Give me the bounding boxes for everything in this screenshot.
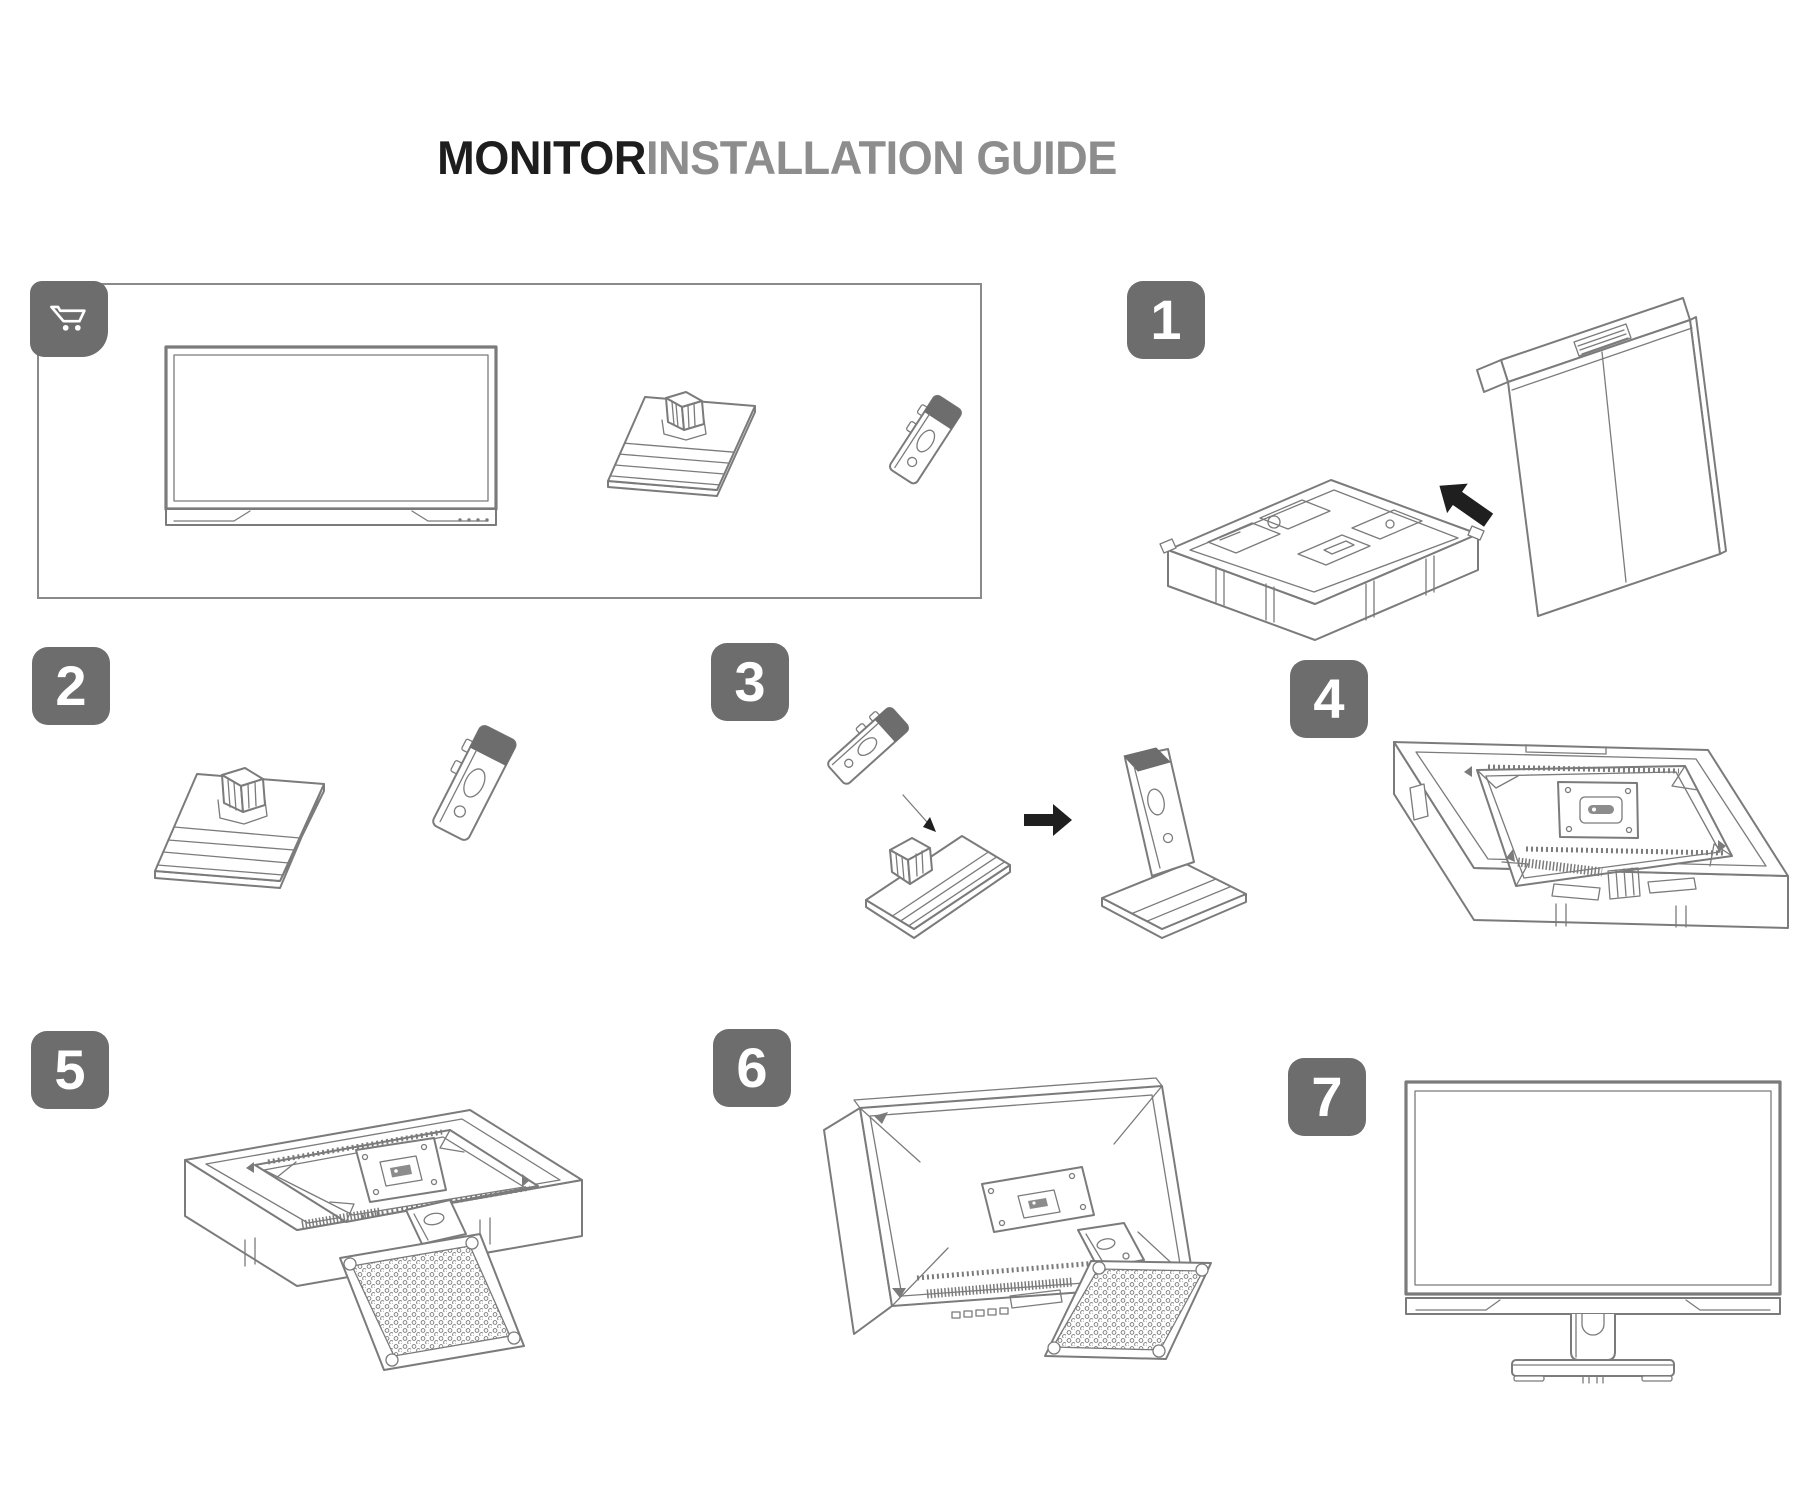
step-3-assembled-stand-art xyxy=(1101,747,1247,939)
step-4-number: 4 xyxy=(1313,667,1345,730)
step-5-stand-attached-in-foam-art xyxy=(184,1109,583,1371)
page-title-primary: MONITOR xyxy=(437,131,646,184)
step-6-badge: 6 xyxy=(713,1029,791,1107)
shopping-cart-badge xyxy=(30,281,108,357)
step-4-monitor-in-foam-art xyxy=(1393,741,1789,929)
shopping-cart-icon xyxy=(50,305,86,331)
step-6-monitor-with-stand-rear-art xyxy=(823,1077,1212,1360)
step-4-badge: 4 xyxy=(1290,660,1368,738)
step-1-foam-tray-art xyxy=(1159,479,1485,641)
page-title-secondary: INSTALLATION GUIDE xyxy=(645,131,1117,184)
step-7-number: 7 xyxy=(1311,1065,1343,1128)
step-1-carton-box-art xyxy=(1476,297,1727,617)
step-1-unbox-arrow-icon xyxy=(1439,483,1494,527)
step-3-base-art xyxy=(865,835,1011,939)
stand-neck-art xyxy=(888,394,962,485)
step-6-number: 6 xyxy=(736,1036,768,1099)
step-2-number: 2 xyxy=(55,654,87,717)
step-1-number: 1 xyxy=(1150,288,1182,351)
step-3-result-arrow-icon xyxy=(1024,804,1072,836)
step-2-stand-base-art xyxy=(154,767,325,889)
step-3-insert-arrow-icon xyxy=(902,794,936,832)
page-title: MONITORINSTALLATION GUIDE xyxy=(423,130,1131,185)
step-7-finished-monitor-art xyxy=(1404,1080,1782,1384)
monitor-panel-front-art xyxy=(164,345,498,526)
step-5-number: 5 xyxy=(54,1038,86,1101)
step-2-badge: 2 xyxy=(32,647,110,725)
step-3-badge: 3 xyxy=(711,643,789,721)
stand-base-art xyxy=(607,391,756,497)
step-7-badge: 7 xyxy=(1288,1058,1366,1136)
step-5-badge: 5 xyxy=(31,1031,109,1109)
step-3-number: 3 xyxy=(734,650,766,713)
step-3-neck-art xyxy=(827,707,910,785)
step-1-badge: 1 xyxy=(1127,281,1205,359)
step-2-stand-neck-art xyxy=(432,725,517,841)
